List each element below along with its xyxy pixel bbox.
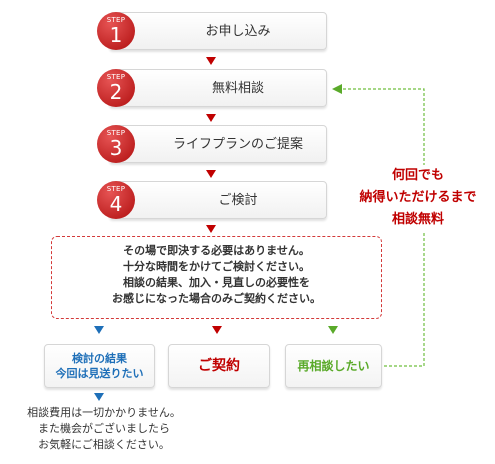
callout-line-2: 納得いただけるまで [359, 190, 477, 205]
step-1-badge: STEP 1 [97, 12, 135, 50]
callout-line-1: 何回でも [391, 168, 444, 183]
loop-back-line [342, 88, 425, 367]
final-line-3: お気軽にご相談ください。 [38, 438, 170, 451]
step-1-label: お申し込み [205, 24, 271, 39]
arrow-down-final [94, 393, 104, 401]
step-1-badge-number: 1 [109, 23, 123, 47]
step-4-box: ご検討 [109, 181, 327, 219]
step-2-box: 無料相談 [109, 69, 327, 107]
arrow-down-reconsult [328, 326, 338, 334]
step-3-badge-word: STEP [106, 129, 126, 137]
note-line-3: 相談の結果、加入・見直しの必要性を [123, 276, 310, 289]
option-decline-line-2: 今回は見送りたい [55, 367, 144, 380]
step-2-label: 無料相談 [211, 81, 264, 96]
decision-note: その場で即決する必要はありません。 十分な時間をかけてご検討ください。 相談の結… [51, 236, 382, 319]
note-line-1: その場で即決する必要はありません。 [123, 244, 310, 257]
step-3-badge-number: 3 [109, 136, 123, 160]
option-decline: 検討の結果 今回は見送りたい [44, 344, 155, 388]
arrow-down-decline [94, 326, 104, 334]
note-line-4: お感じになった場合のみご契約ください。 [112, 292, 321, 305]
step-1-badge-word: STEP [106, 16, 126, 24]
step-4: ご検討 STEP 4 [97, 180, 327, 222]
note-line-2: 十分な時間をかけてご検討ください。 [123, 260, 310, 273]
step-2-badge-number: 2 [109, 80, 123, 104]
callout-line-3: 相談無料 [391, 212, 444, 227]
arrow-down-2 [206, 114, 216, 122]
arrow-down-3 [206, 170, 216, 178]
option-reconsult: 再相談したい [285, 344, 382, 388]
step-4-badge-word: STEP [106, 185, 126, 193]
arrow-down-contract [212, 326, 222, 334]
option-contract: ご契約 [168, 344, 270, 388]
option-decline-line-1: 検討の結果 [72, 352, 127, 365]
final-line-2: また機会がございましたら [38, 422, 170, 435]
step-2: 無料相談 STEP 2 [97, 68, 327, 110]
arrow-down-4 [206, 225, 216, 233]
step-3-box: ライフプランのご提案 [109, 125, 327, 163]
final-line-1: 相談費用は一切かかりません。 [27, 406, 181, 419]
arrow-down-1 [206, 57, 216, 65]
option-contract-label: ご契約 [198, 358, 240, 374]
step-3-label: ライフプランのご提案 [172, 137, 303, 152]
option-reconsult-label: 再相談したい [297, 359, 370, 373]
step-2-badge-word: STEP [106, 73, 126, 81]
step-4-badge: STEP 4 [97, 181, 135, 219]
step-3-badge: STEP 3 [97, 125, 135, 163]
free-consultation-callout: 何回でも 納得いただけるまで 相談無料 [343, 165, 493, 231]
loop-back-arrowhead [332, 84, 342, 94]
step-3: ライフプランのご提案 STEP 3 [97, 124, 327, 166]
step-4-label: ご検討 [218, 193, 258, 208]
step-4-badge-number: 4 [109, 192, 123, 216]
step-1: お申し込み STEP 1 [97, 11, 327, 53]
step-2-badge: STEP 2 [97, 69, 135, 107]
step-1-box: お申し込み [109, 12, 327, 50]
final-message: 相談費用は一切かかりません。 また機会がございましたら お気軽にご相談ください。 [4, 405, 204, 453]
